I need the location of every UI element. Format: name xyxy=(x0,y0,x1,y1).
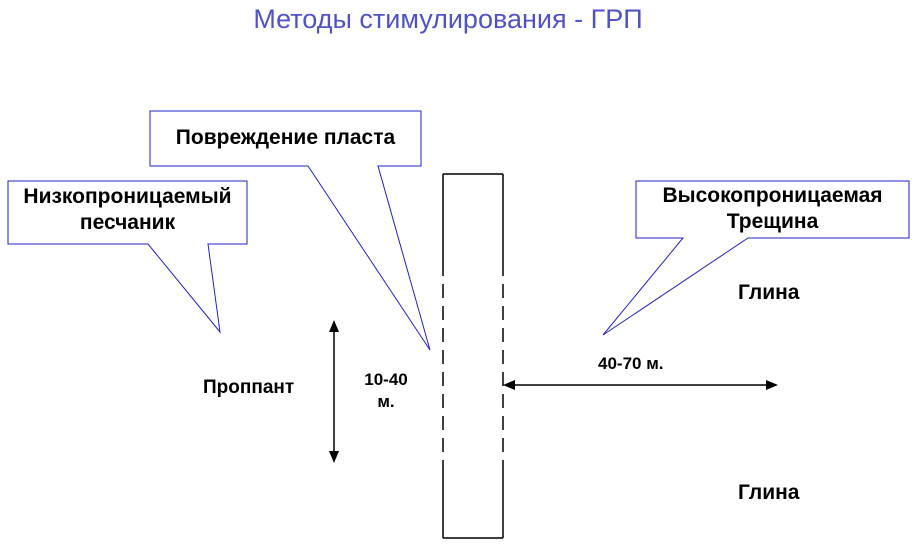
height-value: 10-40 xyxy=(364,370,408,389)
height-label: 10-40 м. xyxy=(352,369,420,413)
high-permeability-label: Высокопроницаемая Трещина xyxy=(636,183,909,235)
callout-low-permeability xyxy=(7,180,248,334)
height-unit: м. xyxy=(377,392,395,411)
length-arrow xyxy=(503,380,778,390)
wellbore xyxy=(442,173,504,539)
length-label: 40-70 м. xyxy=(598,354,664,373)
low-permeability-line2: песчаник xyxy=(79,211,176,234)
height-arrow xyxy=(329,320,339,463)
callout-formation-damage xyxy=(149,110,431,351)
proppant-label: Проппант xyxy=(203,377,295,398)
clay-top-label: Глина xyxy=(738,281,800,304)
callout-high-permeability xyxy=(602,180,910,336)
low-permeability-label: Низкопроницаемый песчаник xyxy=(4,184,251,236)
high-permeability-line1: Высокопроницаемая xyxy=(662,184,883,207)
page-title: Методы стимулирования - ГРП xyxy=(253,4,643,34)
high-permeability-line2: Трещина xyxy=(726,210,819,233)
clay-bottom-label: Глина xyxy=(738,481,800,504)
formation-damage-label: Повреждение пласта xyxy=(150,125,421,151)
formation-damage-text: Повреждение пласта xyxy=(175,126,396,149)
low-permeability-line1: Низкопроницаемый xyxy=(23,185,232,208)
